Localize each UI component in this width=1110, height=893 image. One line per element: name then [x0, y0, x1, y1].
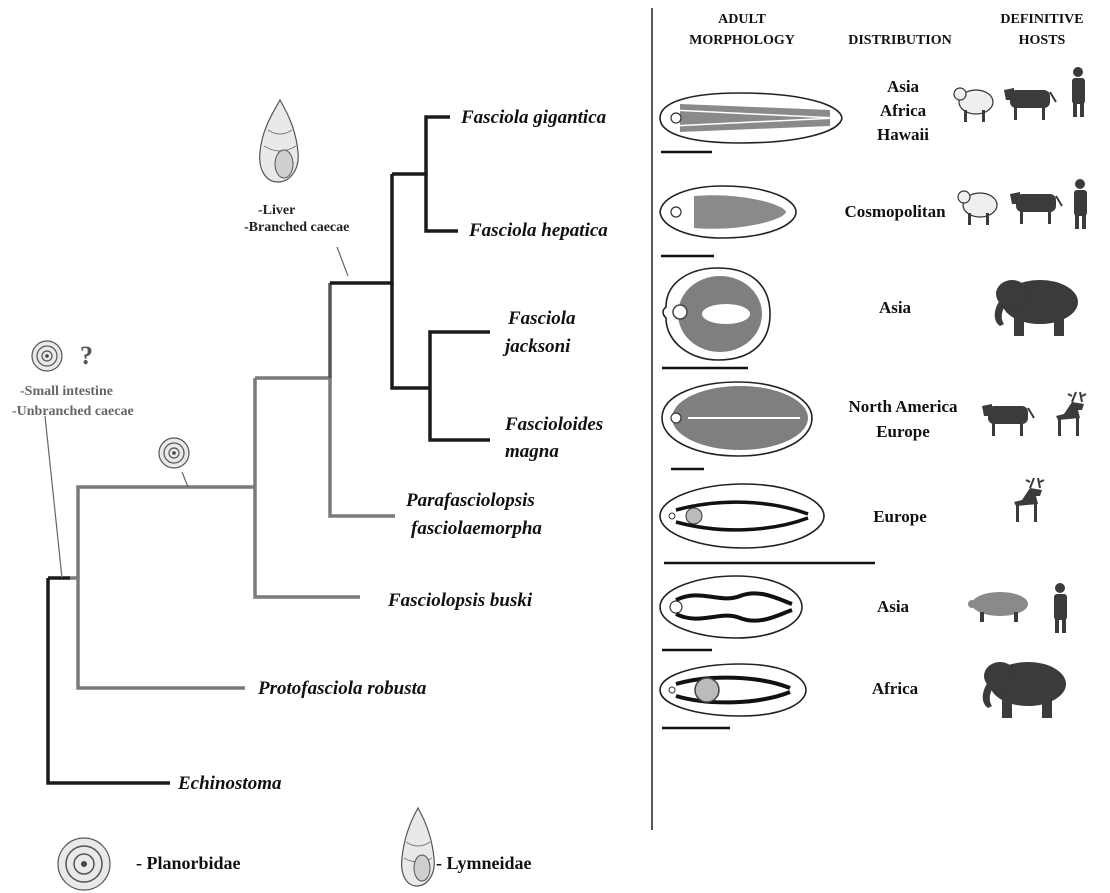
hosts-protofasciola: [983, 662, 1066, 718]
dist-hepatica: Cosmopolitan: [844, 202, 946, 221]
branch-jm-stem: [392, 283, 430, 388]
hosts-buski: [968, 583, 1067, 633]
header-distribution: DISTRIBUTION: [848, 33, 951, 48]
morphology-parafasciolopsis: [660, 484, 824, 548]
taxon-fasciola-jacksoni-genus: Fasciola: [507, 308, 576, 329]
branch-hepatica: [426, 174, 458, 231]
hosts-magna: [982, 392, 1086, 436]
taxon-fasciola-gigantica: Fasciola gigantica: [460, 107, 607, 128]
column-headers: ADULT MORPHOLOGY DISTRIBUTION DEFINITIVE…: [689, 12, 1084, 48]
african-elephant-icon: [983, 662, 1066, 718]
morphology-fasciolopsis-buski: [660, 576, 802, 650]
header-hosts: HOSTS: [1019, 33, 1066, 48]
lymneidae-legend-icon: [402, 808, 435, 886]
branch-buski: [255, 378, 360, 597]
deer-icon: [1056, 392, 1086, 436]
cow-icon: [1004, 88, 1056, 120]
uncertainty-question-mark: ?: [80, 341, 93, 370]
morphology-fascioloides-magna: [662, 382, 812, 469]
planorbidae-snail-icon-ingroup: [159, 438, 189, 468]
branch-gigantica: [392, 117, 450, 174]
dist-magna-2: Europe: [876, 422, 930, 441]
morphology-fasciola-gigantica: [660, 93, 842, 152]
branch-protofasciola: [70, 578, 245, 688]
unbranched-caecae-note: -Unbranched caecae: [12, 404, 134, 419]
header-adult: ADULT: [718, 12, 766, 27]
definitive-hosts-column: [954, 67, 1087, 718]
taxon-parafasciolopsis-species: fasciolaemorpha: [411, 518, 542, 539]
small-intestine-pointer: [45, 416, 62, 578]
adult-morphology-column: [660, 93, 875, 728]
morphology-fasciola-hepatica: [660, 186, 796, 256]
asian-elephant-icon: [995, 280, 1078, 336]
small-intestine-note: -Small intestine: [20, 384, 113, 399]
sheep-icon: [954, 88, 993, 122]
distribution-column: Asia Africa Hawaii Cosmopolitan Asia Nor…: [844, 77, 958, 698]
dist-gigantica-2: Africa: [880, 101, 927, 120]
branch-echinostoma: [48, 578, 170, 783]
human-icon: [1054, 583, 1067, 633]
taxon-protofasciola-robusta: Protofasciola robusta: [257, 678, 427, 699]
dist-gigantica-3: Hawaii: [877, 125, 929, 144]
dist-jacksoni: Asia: [879, 298, 912, 317]
hosts-gigantica: [954, 67, 1085, 122]
human-icon: [1072, 67, 1085, 117]
taxon-fasciola-jacksoni-species: jacksoni: [502, 336, 571, 357]
annotations: -Liver -Branched caecae ? -Small intesti…: [12, 100, 349, 468]
legend: - Planorbidae - Lymneidae: [58, 808, 532, 890]
taxon-fascioloides-magna-genus: Fascioloides: [504, 414, 603, 435]
cow-icon: [982, 404, 1034, 436]
dist-buski: Asia: [877, 597, 910, 616]
sheep-icon: [958, 191, 997, 225]
planorbidae-legend-icon: [58, 838, 110, 890]
planorbid-pointer: [182, 472, 188, 487]
header-definitive: DEFINITIVE: [1000, 12, 1083, 27]
dist-gigantica-1: Asia: [887, 77, 920, 96]
hosts-jacksoni: [995, 280, 1078, 336]
morphology-protofasciola: [660, 664, 806, 728]
legend-planorbidae: - Planorbidae: [136, 853, 241, 873]
hosts-hepatica: [958, 179, 1087, 229]
taxon-fascioloides-magna-species: magna: [505, 441, 559, 462]
deer-icon: [1014, 478, 1044, 522]
morphology-fasciola-jacksoni: [662, 268, 770, 368]
taxon-fasciola-hepatica: Fasciola hepatica: [468, 220, 608, 241]
planorbidae-snail-icon-root: [32, 341, 62, 371]
header-morphology: MORPHOLOGY: [689, 33, 795, 48]
pig-icon: [968, 592, 1028, 622]
liver-pointer: [337, 247, 348, 276]
branched-caecae-note: -Branched caecae: [244, 220, 349, 235]
lymneidae-snail-icon: [260, 100, 299, 182]
taxon-fasciolopsis-buski: Fasciolopsis buski: [387, 590, 533, 611]
hosts-parafasciolopsis: [1014, 478, 1044, 522]
taxon-parafasciolopsis-genus: Parafasciolopsis: [405, 490, 535, 511]
dist-parafasciolopsis: Europe: [873, 507, 927, 526]
branch-magna: [430, 388, 490, 440]
human-icon: [1074, 179, 1087, 229]
cow-icon: [1010, 192, 1062, 224]
branch-ingroup: [78, 487, 255, 578]
liver-note: -Liver: [258, 203, 295, 218]
branch-jacksoni: [430, 332, 490, 388]
legend-lymneidae: - Lymneidae: [436, 853, 532, 873]
taxon-echinostoma: Echinostoma: [177, 773, 282, 794]
branch-parafasciolopsis: [255, 378, 395, 516]
dist-protofasciola: Africa: [872, 679, 919, 698]
dist-magna-1: North America: [848, 397, 958, 416]
